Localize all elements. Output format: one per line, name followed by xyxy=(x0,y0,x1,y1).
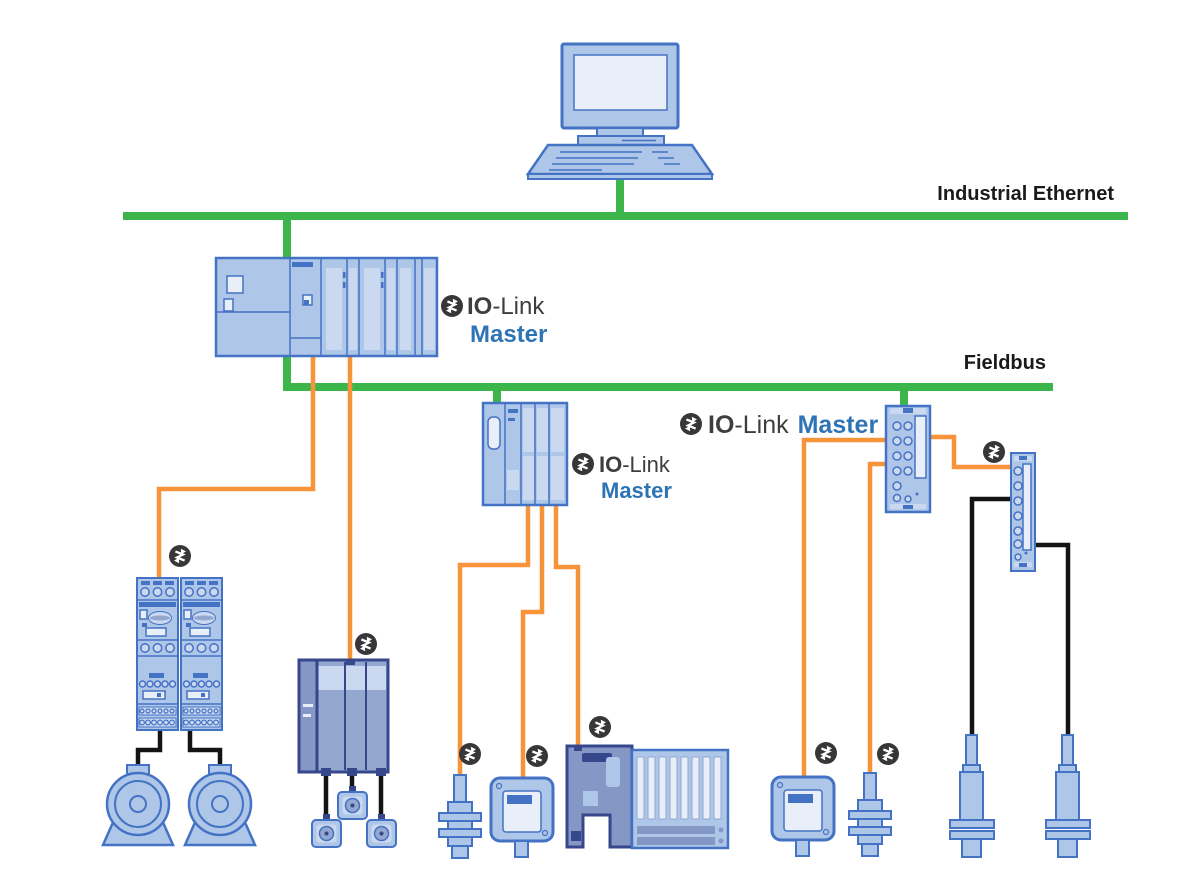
valve-terminal xyxy=(565,744,730,850)
io-link-badge-icon xyxy=(439,293,465,319)
io-link-label-master: Master xyxy=(798,411,879,439)
io-link-label-link: -Link xyxy=(492,293,545,320)
fieldbus-label: Fieldbus xyxy=(964,352,1046,374)
cylindrical-sensor-2 xyxy=(848,772,892,857)
plc-io-link-master xyxy=(214,256,439,358)
io-link-badge-icon xyxy=(570,451,596,477)
remote-io-modules xyxy=(523,403,564,505)
motor-starter-1 xyxy=(136,577,179,731)
box-sensor-1 xyxy=(489,776,555,859)
motor-starter-2 xyxy=(180,577,223,731)
probe-sensor-1 xyxy=(949,734,995,858)
gear-motor-3 xyxy=(366,813,397,848)
pc-drop-line xyxy=(616,177,624,214)
io-link-badge-icon xyxy=(457,741,483,767)
gear-motor-1 xyxy=(337,785,368,820)
io-link-badge-icon xyxy=(167,543,193,569)
io-link-badge-icon xyxy=(587,714,613,740)
wire-master2-to-box-sensor xyxy=(520,500,545,784)
wire-master3-to-hub xyxy=(928,434,1015,470)
io-link-label-link: -Link xyxy=(734,411,789,439)
io-link-badge-icon xyxy=(981,439,1007,465)
io-link-label-io: IO xyxy=(467,293,492,320)
probe-sensor-2 xyxy=(1045,734,1091,858)
io-link-master-label-1: IO-Link Master xyxy=(439,293,547,348)
remote-io-drop-line xyxy=(493,391,501,406)
valve-slices xyxy=(636,756,722,820)
io-link-label-master: Master xyxy=(470,321,547,348)
motor-starter-pair xyxy=(136,577,223,731)
box-sensor-2 xyxy=(770,775,836,858)
drive-io-link-port xyxy=(346,660,355,665)
block-master-label-strip xyxy=(914,415,927,479)
industrial-ethernet-label: Industrial Ethernet xyxy=(937,183,1114,205)
plc-io-modules xyxy=(326,258,435,356)
wire-master2-to-cyl-sensor xyxy=(457,500,531,782)
block-master-ports xyxy=(892,421,919,503)
io-link-label-master: Master xyxy=(601,478,672,503)
cylindrical-sensor-1 xyxy=(438,774,482,859)
io-link-badge-icon xyxy=(678,411,704,437)
io-link-hub xyxy=(1010,452,1036,572)
svg-text:IO-Link: IO-Link xyxy=(599,452,671,477)
io-link-master-label-3: IO-Link Master xyxy=(678,411,878,439)
gear-motor-2 xyxy=(311,813,342,848)
wire-plc-to-starters xyxy=(156,354,316,582)
plc-power-supply xyxy=(216,275,290,313)
block-io-link-master xyxy=(884,404,932,514)
dsub-connector xyxy=(487,416,501,450)
io-link-wires xyxy=(156,354,1015,784)
io-link-master-label-2: IO-Link Master xyxy=(570,451,672,503)
io-link-label-io: IO xyxy=(599,452,622,477)
wire-starter-to-pump2 xyxy=(187,724,223,770)
svg-text:IO-Link: IO-Link xyxy=(467,293,545,320)
drive-top-band xyxy=(317,666,386,690)
fieldbus-bus xyxy=(283,383,1053,408)
wire-hub-to-probe2 xyxy=(1028,542,1071,740)
io-link-badge-icon xyxy=(353,631,379,657)
keyboard-base xyxy=(527,173,713,180)
wire-master3-to-box-sensor xyxy=(801,437,900,783)
plc-cpu-module xyxy=(290,262,321,339)
monitor-neck xyxy=(596,127,644,137)
keyboard-keys xyxy=(549,151,680,171)
io-link-label-io: IO xyxy=(708,411,734,439)
hub-ports xyxy=(1013,466,1028,561)
multi-axis-drive xyxy=(297,658,390,776)
block-master-drop-line xyxy=(900,391,908,408)
monitor-screen xyxy=(573,54,668,111)
io-link-badge-icon xyxy=(875,741,901,767)
io-link-badge-icon xyxy=(813,740,839,766)
wire-starter-to-pump1 xyxy=(135,724,163,770)
hub-label-strip xyxy=(1022,463,1032,551)
pump-motor-1 xyxy=(101,763,175,847)
wire-hub-to-probe1 xyxy=(969,496,1020,740)
io-link-label-link: -Link xyxy=(622,452,671,477)
remote-io-io-link-master xyxy=(481,401,569,507)
desktop-computer xyxy=(525,42,715,180)
io-link-badge-icon xyxy=(524,743,550,769)
pump-motor-2 xyxy=(183,763,257,847)
wire-master2-to-valve-terminal xyxy=(553,500,581,752)
